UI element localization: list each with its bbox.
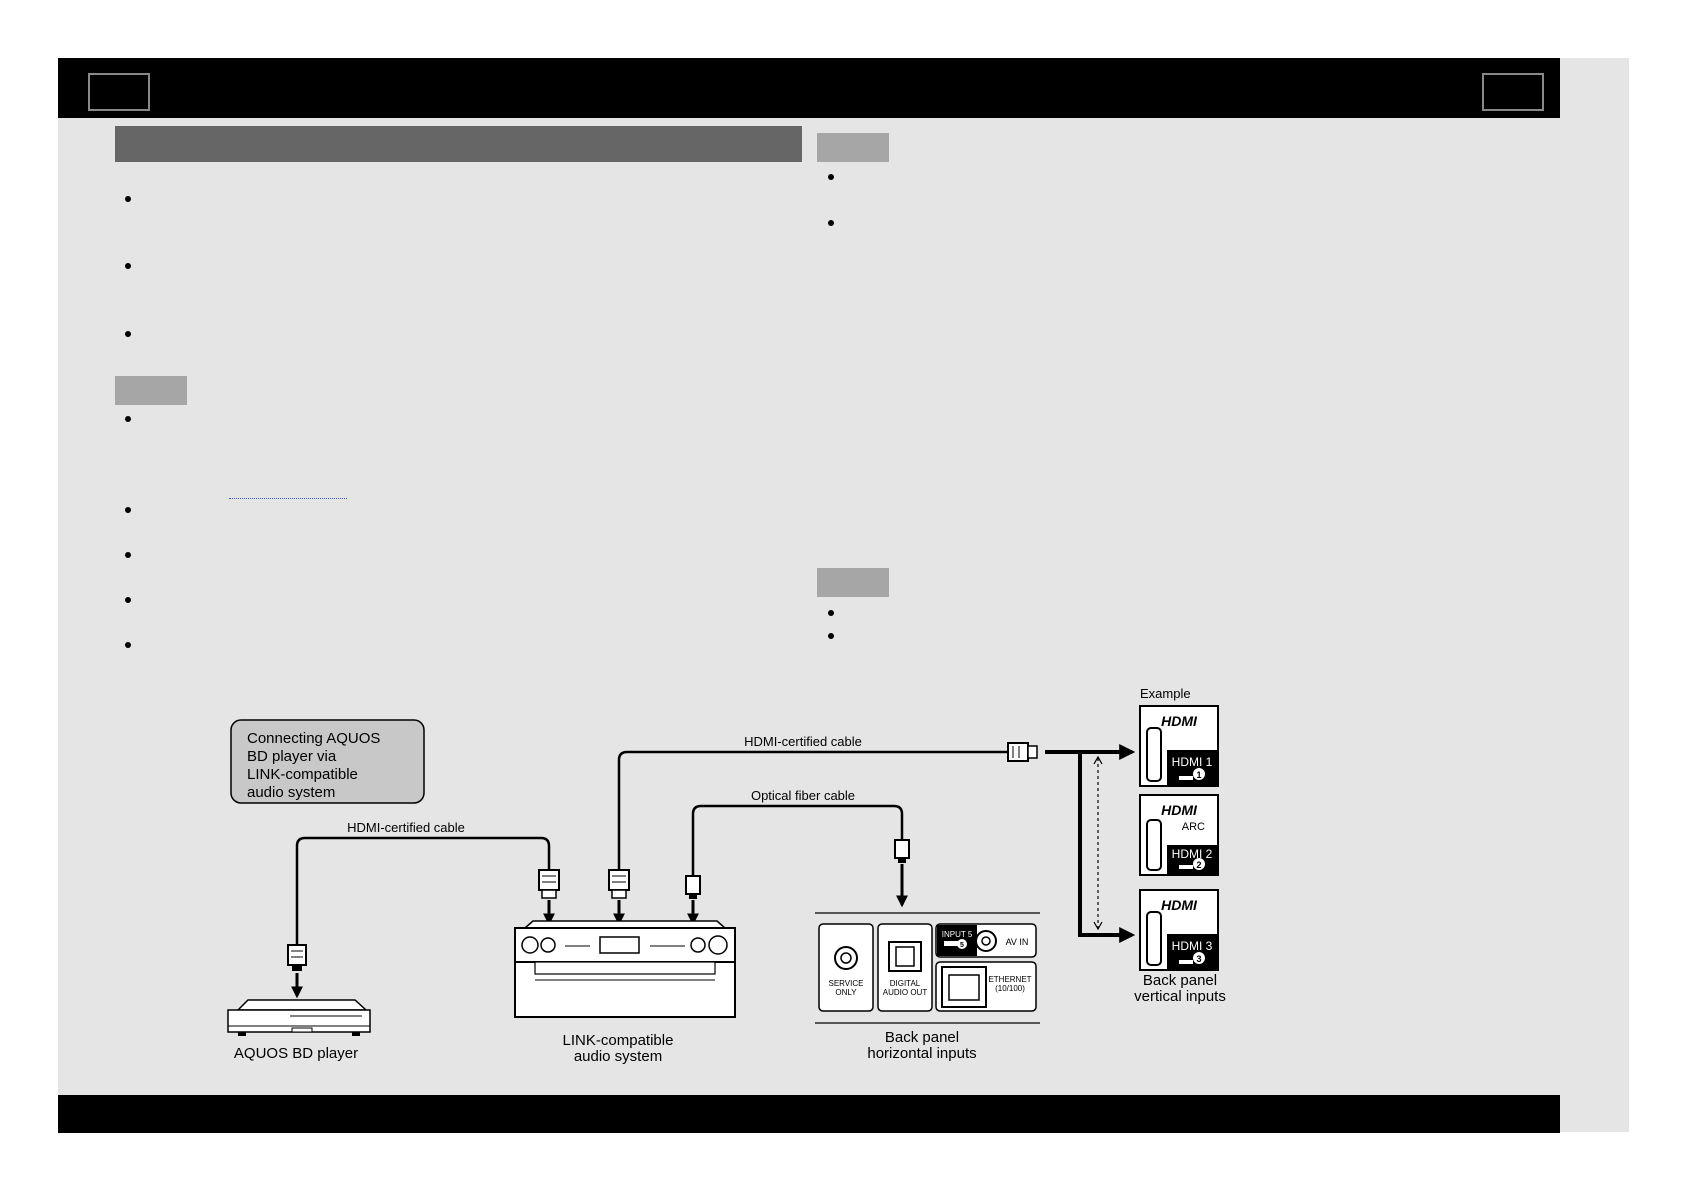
bullet <box>125 642 131 648</box>
optical-cable <box>691 804 904 876</box>
bd-player-label: AQUOS BD player <box>234 1045 358 1062</box>
callout-line: LINK-compatible <box>247 766 358 783</box>
port-label: AV IN <box>1006 937 1029 947</box>
bullet <box>125 196 131 202</box>
callout-line: BD player via <box>247 748 337 765</box>
bullet <box>125 263 131 269</box>
hdmi-cable-top <box>617 750 1008 870</box>
optical-cable-label: Optical fiber cable <box>751 788 855 803</box>
prev-page-button[interactable] <box>88 73 150 111</box>
bd-player-device <box>227 999 371 1036</box>
bullet <box>125 331 131 337</box>
bullet <box>828 610 834 616</box>
input5-badge <box>957 939 967 949</box>
hdmi-logo: HDMI <box>1161 713 1198 729</box>
port-label: ONLY <box>835 988 857 997</box>
port-label: INPUT 5 <box>942 930 973 939</box>
hdmi-logo: HDMI <box>1161 802 1198 818</box>
hdmi3-badge: 3 <box>1196 954 1201 964</box>
hdmi-cable-left-label: HDMI-certified cable <box>347 820 465 835</box>
hdmi-plug-icon <box>538 869 560 899</box>
port-label: AUDIO OUT <box>883 988 928 997</box>
audio-system-device <box>514 920 736 1018</box>
back-panel-vertical-label: Back panel <box>1143 972 1217 989</box>
bottom-bar <box>58 1095 1560 1133</box>
hdmi1-label: HDMI 1 <box>1172 755 1213 769</box>
audio-system-label: LINK-compatible <box>563 1032 674 1049</box>
bullet <box>828 633 834 639</box>
callout-line: audio system <box>247 784 335 801</box>
note-tag-left <box>115 376 187 405</box>
hdmi-logo: HDMI <box>1161 897 1198 913</box>
back-panel-horizontal-label: horizontal inputs <box>867 1045 976 1062</box>
note-tag-right-bottom <box>817 568 889 597</box>
hdmi1-badge: 1 <box>1196 770 1201 780</box>
hdmi3-label: HDMI 3 <box>1172 939 1213 953</box>
bullet <box>125 552 131 558</box>
cable-lines <box>295 750 1008 945</box>
hdmi-cable-top-label: HDMI-certified cable <box>744 734 862 749</box>
bullet <box>125 597 131 603</box>
bullet <box>828 174 834 180</box>
section-header-bar <box>115 126 802 162</box>
input5-badge-number: 5 <box>960 942 964 949</box>
hdmi-plug-icon <box>608 869 630 899</box>
arc-label: ARC <box>1182 821 1205 833</box>
bullet <box>125 416 131 422</box>
bullet <box>828 220 834 226</box>
callout-box: Connecting AQUOS BD player via LINK-comp… <box>230 719 425 804</box>
port-arrows <box>1045 744 1136 943</box>
reference-link[interactable] <box>229 498 347 499</box>
hdmi3-port <box>1139 889 1219 971</box>
optical-plug-icon <box>894 839 910 863</box>
top-bar <box>58 58 1560 118</box>
port-label: DIGITAL <box>890 979 921 988</box>
port-label: (10/100) <box>995 984 1025 993</box>
bullet <box>125 507 131 513</box>
optical-plug-icon <box>685 875 701 899</box>
hdmi1-port <box>1139 705 1219 787</box>
example-label: Example <box>1140 686 1191 701</box>
back-panel-vertical-label: vertical inputs <box>1134 988 1226 1005</box>
next-page-button[interactable] <box>1482 73 1544 111</box>
hdmi2-port <box>1139 794 1219 876</box>
back-panel-horizontal <box>815 912 1040 1024</box>
callout-line: Connecting AQUOS <box>247 730 380 747</box>
hdmi2-label: HDMI 2 <box>1172 847 1213 861</box>
audio-system-label: audio system <box>574 1048 662 1065</box>
back-panel-horizontal-label: Back panel <box>885 1029 959 1046</box>
input5-connector-icon <box>944 941 958 946</box>
hdmi-plug-icon <box>1007 742 1038 762</box>
hdmi2-badge: 2 <box>1196 860 1201 870</box>
note-tag-right-top <box>817 133 889 162</box>
hdmi-cable-left <box>295 836 551 945</box>
hdmi-plug-icon <box>287 944 307 971</box>
port-label: ETHERNET <box>988 975 1031 984</box>
port-label: SERVICE <box>829 979 864 988</box>
